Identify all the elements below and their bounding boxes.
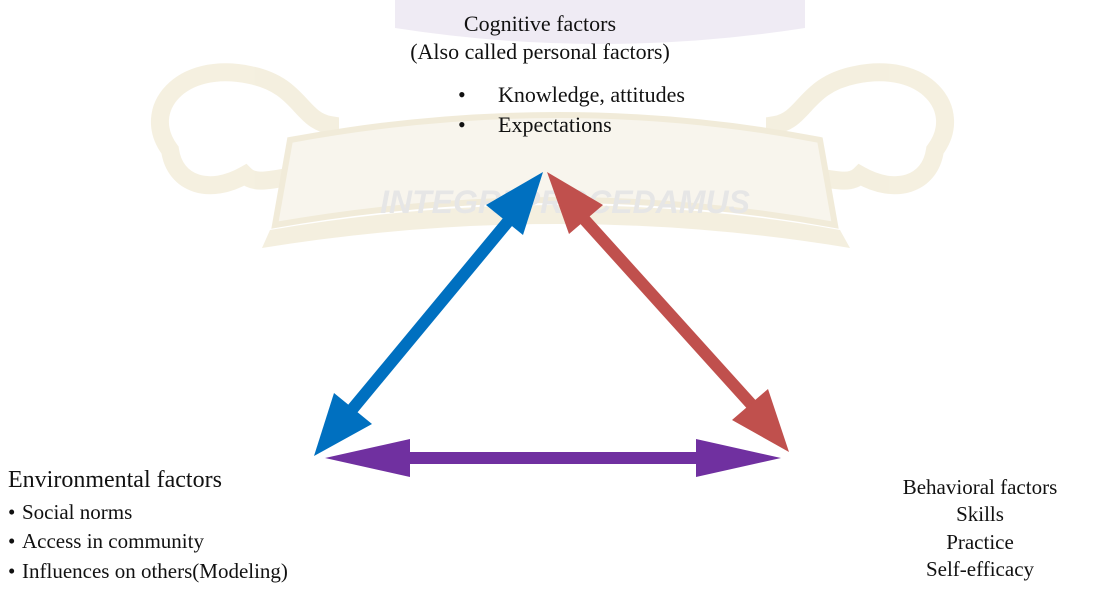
cognitive-item-label: Expectations [498, 112, 612, 138]
environmental-item-label: Social norms [22, 500, 133, 524]
environmental-factors-block: Environmental factors •Social norms •Acc… [8, 465, 288, 586]
behavioral-item: Practice [946, 529, 1014, 554]
environmental-item: •Social norms [8, 498, 288, 527]
cognitive-factors-list: • Knowledge, attitudes • Expectations [458, 80, 685, 141]
bullet-icon: • [458, 82, 466, 107]
behavioral-factors-block: Behavioral factors Skills Practice Self-… [862, 474, 1098, 583]
behavioral-factors-title: Behavioral factors [902, 475, 1058, 499]
bullet-icon: • [8, 500, 16, 524]
environmental-behavioral-arrow [325, 439, 781, 477]
bullet-icon: • [8, 558, 16, 583]
cognitive-factors-subtitle: (Also called personal factors) [410, 38, 670, 64]
cognitive-factors-block: Cognitive factors (Also called personal … [340, 10, 740, 65]
cognitive-environmental-shaft [340, 209, 520, 422]
behavioral-item: Self-efficacy [925, 556, 1035, 581]
cognitive-environmental-arrow [314, 172, 543, 456]
cognitive-item: • Knowledge, attitudes [458, 80, 685, 110]
cognitive-item-label: Knowledge, attitudes [498, 82, 685, 107]
cognitive-environmental-head-bottom [314, 393, 372, 456]
environmental-behavioral-head-right [696, 439, 781, 477]
cognitive-item: • Expectations [458, 110, 685, 140]
environmental-item: •Access in community [8, 527, 288, 556]
cognitive-factors-title: Cognitive factors [463, 11, 617, 36]
environmental-item-label: Influences on others(Modeling) [22, 558, 288, 583]
cognitive-behavioral-shaft [569, 203, 765, 419]
environmental-factors-title: Environmental factors [8, 467, 222, 493]
bullet-icon: • [458, 112, 466, 138]
environmental-item-label: Access in community [22, 529, 204, 554]
cognitive-behavioral-head-top [547, 172, 603, 234]
cognitive-behavioral-head-bottom [732, 389, 789, 452]
behavioral-item: Skills [956, 502, 1004, 527]
bullet-icon: • [8, 529, 16, 554]
environmental-item: •Influences on others(Modeling) [8, 557, 288, 586]
environmental-behavioral-head-left [325, 439, 410, 477]
cognitive-environmental-head-top [486, 172, 543, 235]
cognitive-behavioral-arrow [547, 172, 789, 452]
